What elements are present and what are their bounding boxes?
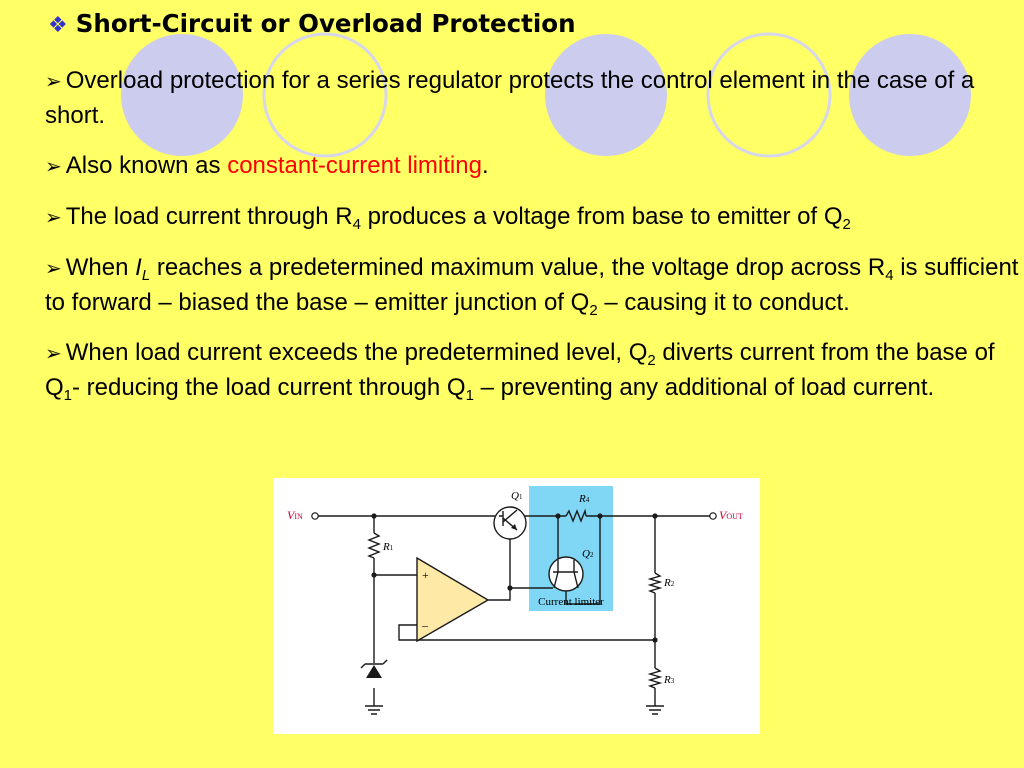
paragraph-when-il: ➢When IL reaches a predetermined maximum… — [45, 251, 1020, 320]
r4-label: R4 — [578, 493, 590, 505]
arrow-bullet-icon: ➢ — [45, 343, 62, 365]
diamond-bullet-icon: ❖ — [48, 13, 68, 38]
paragraph-text: . — [481, 152, 489, 179]
subscript: 4 — [352, 216, 361, 233]
arrow-bullet-icon: ➢ — [45, 156, 62, 178]
resistor-r1 — [367, 532, 381, 559]
decor-circle-filled-right — [849, 34, 971, 156]
vin-label: VIN — [287, 508, 303, 522]
subscript: 2 — [842, 216, 851, 233]
resistor-r4 — [565, 508, 587, 523]
q2-label: Q2 — [582, 548, 594, 560]
transistor-q2-icon — [548, 556, 584, 592]
op-amp-minus-label: – — [421, 618, 429, 632]
transistor-q1-icon — [493, 506, 527, 540]
circuit-wiring — [318, 515, 710, 706]
vout-terminal — [709, 512, 717, 520]
paragraph-text: Overload protection for a series regulat… — [45, 67, 975, 129]
decor-circle-outline-left — [262, 32, 388, 158]
subscript: 1 — [63, 387, 73, 404]
arrow-bullet-icon: ➢ — [45, 258, 62, 280]
vout-label: VOUT — [719, 508, 743, 522]
resistor-r3 — [647, 667, 663, 689]
q1-label: Q1 — [511, 490, 523, 502]
current-symbol: I — [135, 254, 142, 281]
op-amp-plus-label: + — [422, 568, 429, 582]
ground-icon — [646, 705, 664, 715]
subscript: 2 — [647, 352, 656, 369]
decor-circle-filled-left — [121, 34, 243, 156]
r2-label: R2 — [663, 577, 675, 589]
slide-title: ❖ Short-Circuit or Overload Protection — [48, 9, 576, 38]
arrow-bullet-icon: ➢ — [45, 207, 62, 229]
op-amp-icon — [416, 556, 490, 643]
vin-terminal — [311, 512, 319, 520]
junction-dots — [371, 513, 658, 643]
paragraph-also-known-as: ➢Also known as constant-current limiting… — [45, 149, 1020, 184]
paragraph-text: When load current exceeds the predetermi… — [65, 339, 648, 366]
slide-title-text: Short-Circuit or Overload Protection — [75, 9, 576, 38]
r3-label: R3 — [663, 674, 675, 686]
zener-diode-icon — [360, 659, 388, 678]
subscript-text: L — [141, 267, 151, 284]
subscript: 1 — [465, 387, 474, 404]
paragraph-load-current: ➢The load current through R4 produces a … — [45, 200, 1020, 235]
highlighted-term: constant-current limiting — [227, 152, 482, 179]
paragraph-text: is sufficient to forward – biased the ba… — [45, 254, 1019, 316]
arrow-bullet-icon: ➢ — [45, 71, 62, 93]
paragraph-text: Also known as — [65, 152, 228, 179]
circuit-diagram: VIN VOUT Q1 Q2 R1 R2 R3 R4 + – Current l… — [273, 478, 760, 734]
r1-label: R1 — [382, 541, 394, 553]
subscript: L — [142, 267, 150, 284]
subscript: 4 — [885, 267, 894, 284]
resistor-r2 — [647, 572, 663, 594]
paragraph-text: The load current through R — [65, 203, 353, 230]
decor-circle-outline-right — [706, 32, 832, 158]
ground-icon — [365, 705, 383, 715]
current-limiter-caption: Current limiter — [538, 596, 604, 608]
circuit-svg: VIN VOUT Q1 Q2 R1 R2 R3 R4 + – Current l… — [287, 486, 743, 715]
paragraph-text: - reducing the load current through Q — [72, 374, 466, 401]
paragraph-overload-protection: ➢Overload protection for a series regula… — [45, 64, 1020, 133]
paragraph-text: diverts current from the base of Q — [45, 339, 995, 401]
paragraph-text: When — [65, 254, 136, 281]
paragraph-exceeds-level: ➢When load current exceeds the predeterm… — [45, 336, 1020, 405]
paragraph-text: – preventing any additional of load curr… — [473, 374, 935, 401]
subscript: 2 — [589, 302, 598, 319]
paragraph-text: – causing it to conduct. — [597, 289, 850, 316]
paragraph-text: produces a voltage from base to emitter … — [360, 203, 843, 230]
paragraph-text: reaches a predetermined maximum value, t… — [150, 254, 886, 281]
slide-body: ➢Overload protection for a series regula… — [45, 64, 1020, 421]
decor-circle-filled-middle — [545, 34, 667, 156]
